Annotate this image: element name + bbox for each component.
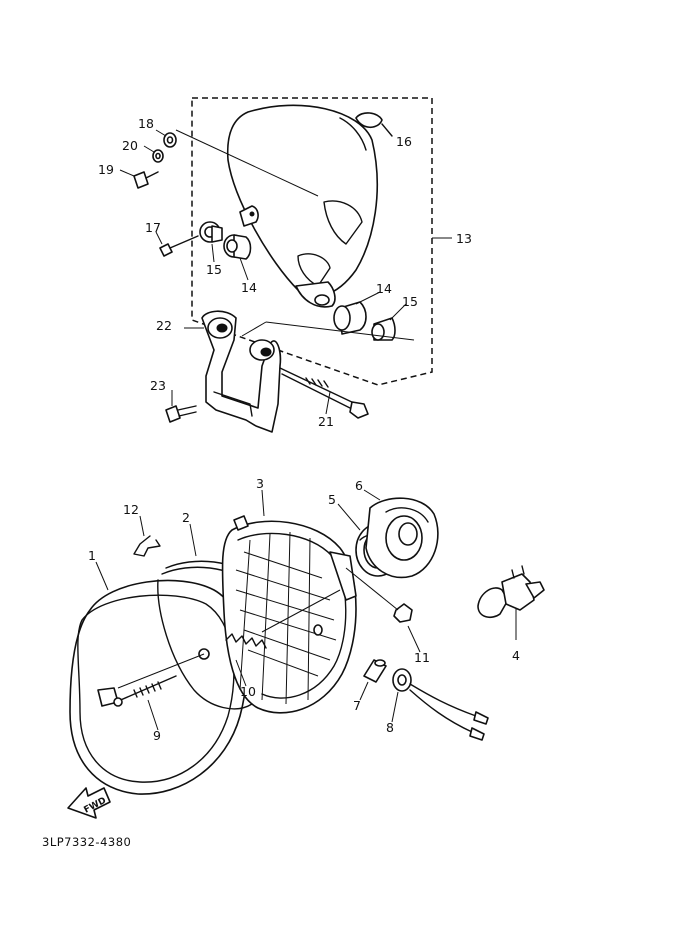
callout-15-right: 15 (402, 294, 418, 309)
part-22-bracket (201, 310, 415, 433)
part-9-screw (113, 675, 177, 707)
part-10-spring (225, 589, 341, 649)
leader-lines (95, 129, 421, 731)
callout-15-left: 15 (206, 262, 222, 277)
callout-8: 8 (386, 720, 394, 735)
part-17-screw (159, 235, 199, 257)
part-7-sleeve (363, 659, 387, 683)
callout-16: 16 (396, 134, 412, 149)
callout-3: 3 (256, 476, 264, 491)
part-21-bolt (279, 367, 369, 419)
callout-7: 7 (353, 698, 361, 713)
part-23-bolt (165, 405, 197, 423)
callout-5: 5 (328, 492, 336, 507)
headlight-case (226, 104, 378, 308)
callout-4: 4 (512, 648, 520, 663)
callout-6: 6 (355, 478, 363, 493)
part-12-clip (133, 535, 161, 557)
callout-14-right: 14 (376, 281, 392, 296)
callout-12: 12 (123, 502, 139, 517)
assembly-13-boundary (191, 97, 433, 386)
part-6-cover (365, 497, 439, 579)
callout-19: 19 (98, 162, 114, 177)
part-19-bolt (133, 171, 159, 189)
part-15-collar-left (199, 221, 223, 243)
callout-2: 2 (182, 510, 190, 525)
callout-23: 23 (150, 378, 166, 393)
part-20-lock-washer (152, 149, 164, 163)
part-4-bulb (477, 565, 545, 640)
part-14-damper-right (333, 301, 367, 335)
callout-1: 1 (88, 548, 96, 563)
part-18-washer (163, 132, 177, 148)
callout-22: 22 (156, 318, 172, 333)
callout-labels: 1 2 3 4 5 6 7 8 9 10 11 12 13 14 14 15 1… (88, 116, 520, 743)
callout-17: 17 (145, 220, 161, 235)
part-1-rim (69, 579, 248, 795)
callout-18: 18 (138, 116, 154, 131)
part-11-nut (345, 567, 413, 623)
callout-13: 13 (456, 231, 472, 246)
callout-11: 11 (414, 650, 430, 665)
fwd-arrow-icon: FWD (67, 787, 111, 819)
diagram-code: 3LP7332-4380 (42, 835, 131, 849)
callout-20: 20 (122, 138, 138, 153)
callout-14-left: 14 (241, 280, 257, 295)
part-8-socket (392, 668, 489, 741)
callout-10: 10 (240, 684, 256, 699)
callout-9: 9 (153, 728, 161, 743)
part-16-grommet (355, 112, 393, 137)
part-14-damper-left (223, 234, 252, 260)
callout-21: 21 (318, 414, 334, 429)
